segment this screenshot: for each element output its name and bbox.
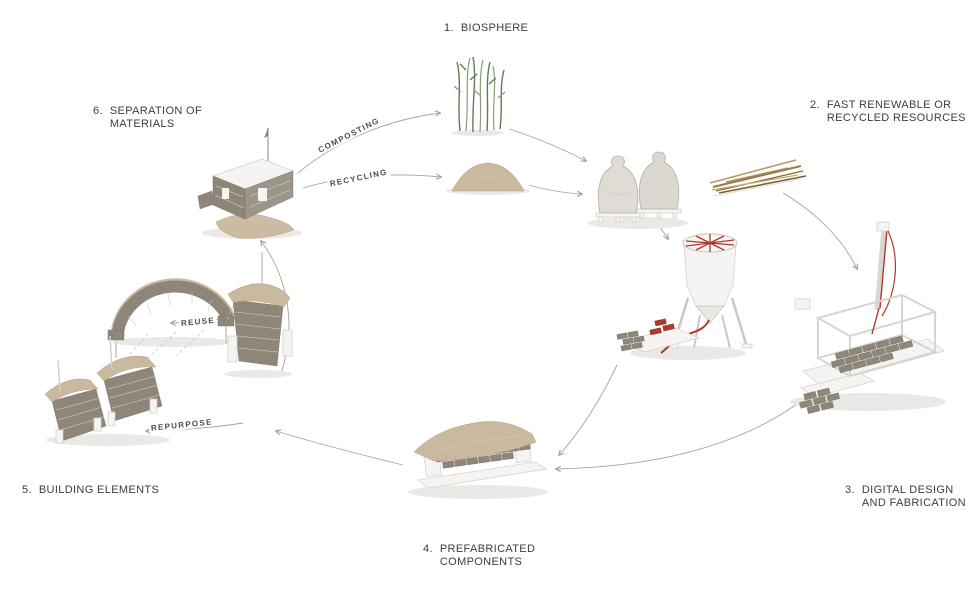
- stage-label-separation: 6. SEPARATION OF MATERIALS: [93, 105, 202, 131]
- material-bags-illustration: [588, 151, 688, 229]
- stage-label-resources: 2. FAST RENEWABLE OR RECYCLED RESOURCES: [810, 99, 966, 125]
- stage-text: RECYCLED RESOURCES: [826, 112, 966, 124]
- stage-number: 6.: [93, 105, 103, 117]
- stage-number: 4.: [423, 543, 433, 555]
- stage-text: MATERIALS: [109, 118, 175, 130]
- stage-text: FAST RENEWABLE OR: [826, 99, 952, 111]
- arrow-fabrication-to-prefab: [556, 398, 805, 469]
- arrow-reeds-to-fabrication: [782, 192, 857, 269]
- building-elements-illustration: [44, 252, 293, 446]
- stage-text: DIGITAL DESIGN: [861, 484, 954, 496]
- prefab-component-illustration: [408, 421, 548, 499]
- arrow-mixer-to-prefab: [559, 364, 618, 455]
- arrow-biosphere-to-resources: [508, 128, 586, 161]
- stage-number: 2.: [810, 99, 820, 111]
- stage-text: PREFABRICATED: [439, 543, 536, 555]
- arrow-prefab-to-building-elements: [276, 431, 404, 466]
- stage-text: COMPONENTS: [439, 556, 523, 568]
- stage-number: 3.: [845, 484, 855, 496]
- stage-text: SEPARATION OF: [109, 105, 203, 117]
- biosphere-plants-illustration: [452, 56, 506, 136]
- arrow-composting: [297, 113, 440, 174]
- stage-label-biosphere: 1. BIOSPHERE: [444, 22, 528, 35]
- stage-text: AND FABRICATION: [861, 497, 966, 509]
- stage-number: 5.: [22, 484, 32, 496]
- arrow-soil-to-resources: [528, 184, 582, 194]
- stage-text: BIOSPHERE: [460, 22, 529, 34]
- stage-label-building-elements: 5. BUILDING ELEMENTS: [22, 484, 159, 497]
- straw-reeds-illustration: [709, 159, 807, 197]
- soil-pile-illustration: [446, 162, 530, 195]
- separation-building-illustration: [197, 128, 302, 239]
- stage-number: 1.: [444, 22, 454, 34]
- mixer-machine-illustration: [616, 233, 753, 360]
- stage-label-digital-design: 3. DIGITAL DESIGN AND FABRICATION: [845, 484, 966, 510]
- stage-label-prefabricated: 4. PREFABRICATED COMPONENTS: [423, 543, 535, 569]
- stage-text: BUILDING ELEMENTS: [38, 484, 160, 496]
- fabrication-machine-illustration: [790, 221, 946, 414]
- arrow-building-to-separation: [261, 241, 290, 374]
